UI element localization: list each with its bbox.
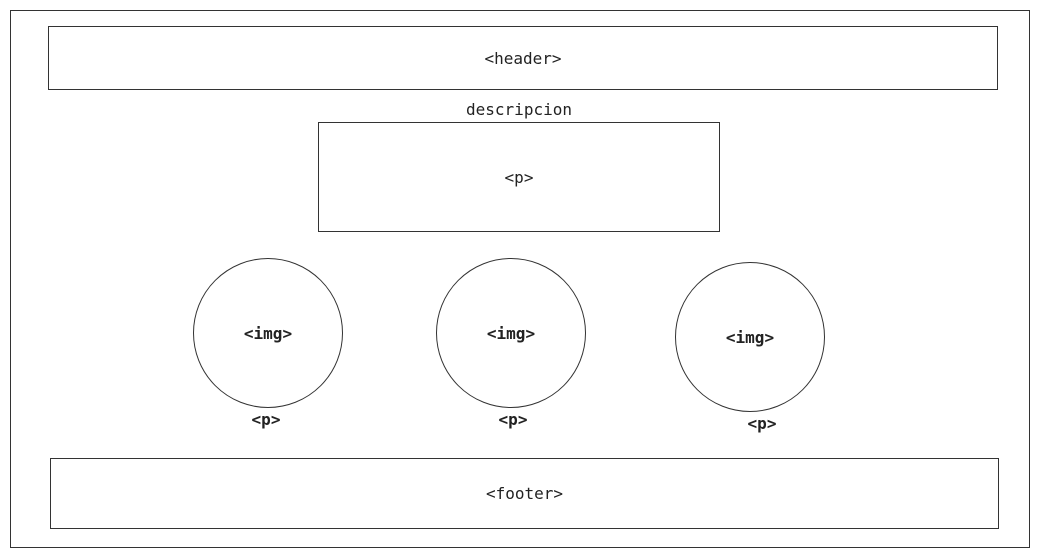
gallery-caption-3: <p> [747, 414, 777, 433]
page-frame [10, 10, 1030, 548]
header-label: <header> [484, 48, 562, 68]
gallery-image-1-label: <img> [243, 323, 293, 343]
footer-block: <footer> [50, 458, 999, 529]
gallery-caption-1: <p> [251, 410, 281, 429]
footer-label: <footer> [485, 484, 564, 503]
descripcion-paragraph-block: <p> [318, 122, 720, 232]
gallery-image-3-label: <img> [725, 327, 775, 347]
header-block: <header> [48, 26, 998, 90]
gallery-caption-2: <p> [498, 410, 528, 429]
gallery-image-2: <img> [436, 258, 586, 408]
descripcion-title: descripcion [466, 100, 572, 119]
descripcion-paragraph-label: <p> [504, 167, 534, 187]
gallery-image-3: <img> [675, 262, 825, 412]
gallery-image-1: <img> [193, 258, 343, 408]
gallery-image-2-label: <img> [486, 323, 536, 343]
